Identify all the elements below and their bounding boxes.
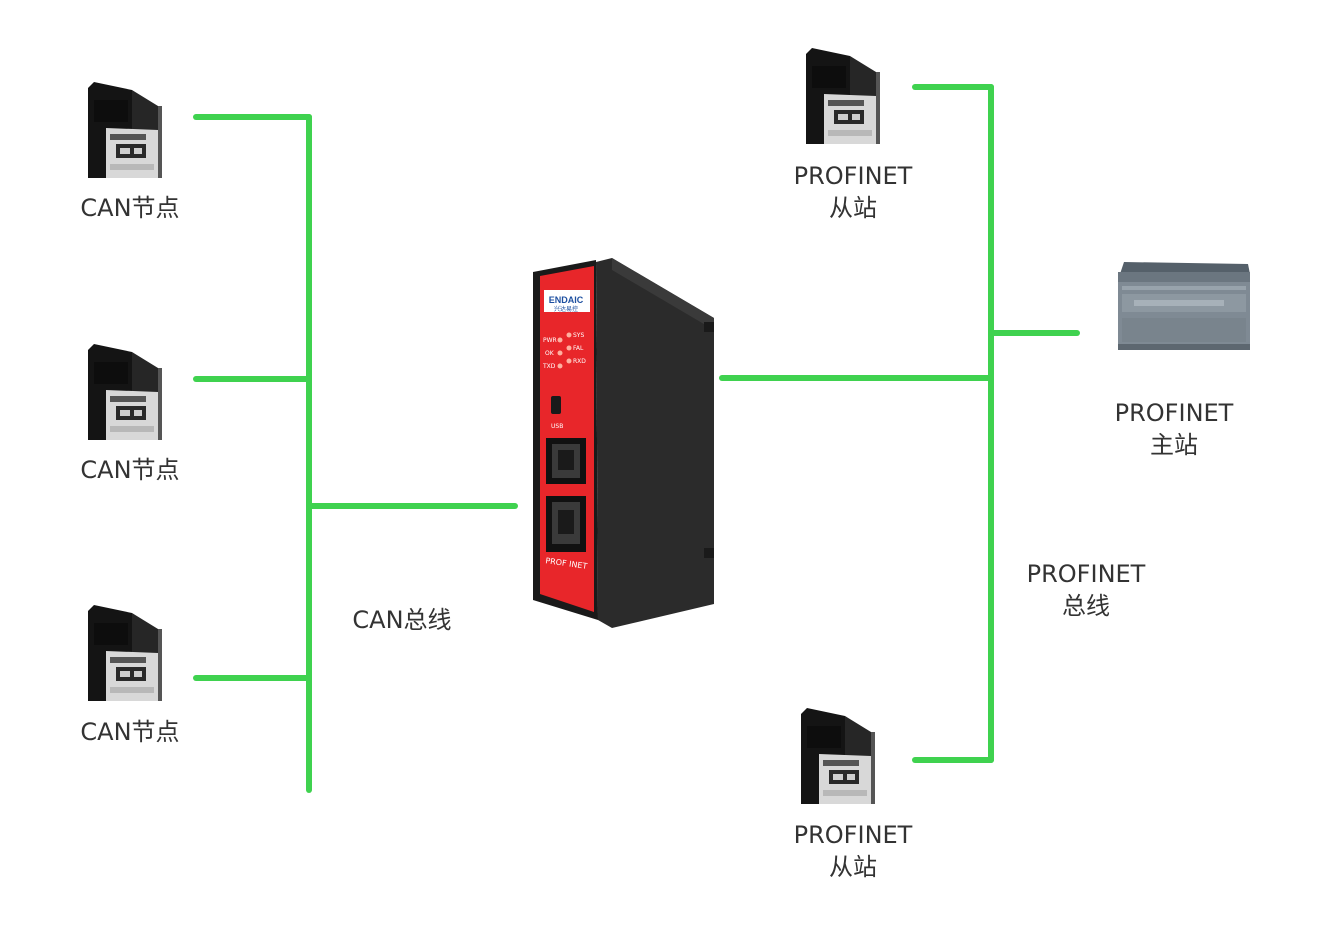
led-pwr [557,337,563,343]
led-fal [566,345,572,351]
led-sys [566,332,572,338]
profinet-master-label: PROFINET 主站 [1094,397,1254,461]
can-bus-lines [193,114,518,793]
led-label-fal: FAL [573,345,584,352]
profinet-bus-line2: 总线 [1062,592,1110,620]
gateway-brand-sub: 兴达易控 [554,305,578,313]
can-node-label-2: CAN节点 [80,456,180,484]
servo-drive-icon [88,605,162,701]
led-label-sys: SYS [573,332,584,339]
led-ok [557,350,563,356]
servo-drive-icon [806,48,880,144]
can-node-label-3: CAN节点 [80,718,180,746]
profinet-master-line2: 主站 [1150,431,1198,459]
profinet-bus-line1: PROFINET [1026,560,1146,588]
led-label-ok: OK [545,350,555,357]
led-txd [557,363,563,369]
can-node-label-1: CAN节点 [80,194,180,222]
profinet-slave-top-label: PROFINET 从站 [773,160,933,224]
servo-drive-icon [88,344,162,440]
profinet-master-line1: PROFINET [1114,399,1234,427]
gateway-device: ENDAIC 兴达易控 PWR SYS OK FAL TXD RXD USB P… [533,258,714,628]
profinet-slave-top-line2: 从站 [829,194,877,222]
plc-icon [1118,262,1250,350]
profinet-bus-label: PROFINET 总线 [1006,558,1166,622]
led-rxd [566,358,572,364]
profinet-bus-lines [719,84,1080,763]
profinet-slave-bottom-label: PROFINET 从站 [773,819,933,883]
profinet-slave-top-line1: PROFINET [793,162,913,190]
can-bus-label: CAN总线 [352,606,452,634]
profinet-slave-bottom-line2: 从站 [829,853,877,881]
servo-drive-icon [88,82,162,178]
led-label-rxd: RXD [573,358,586,365]
gateway-brand: ENDAIC [549,295,584,305]
usb-label: USB [551,423,563,430]
profinet-slave-bottom-line1: PROFINET [793,821,913,849]
servo-drive-icon [801,708,875,804]
usb-port [551,396,561,414]
led-label-pwr: PWR [543,337,557,344]
led-label-txd: TXD [542,363,556,370]
brand-plate [544,290,590,312]
